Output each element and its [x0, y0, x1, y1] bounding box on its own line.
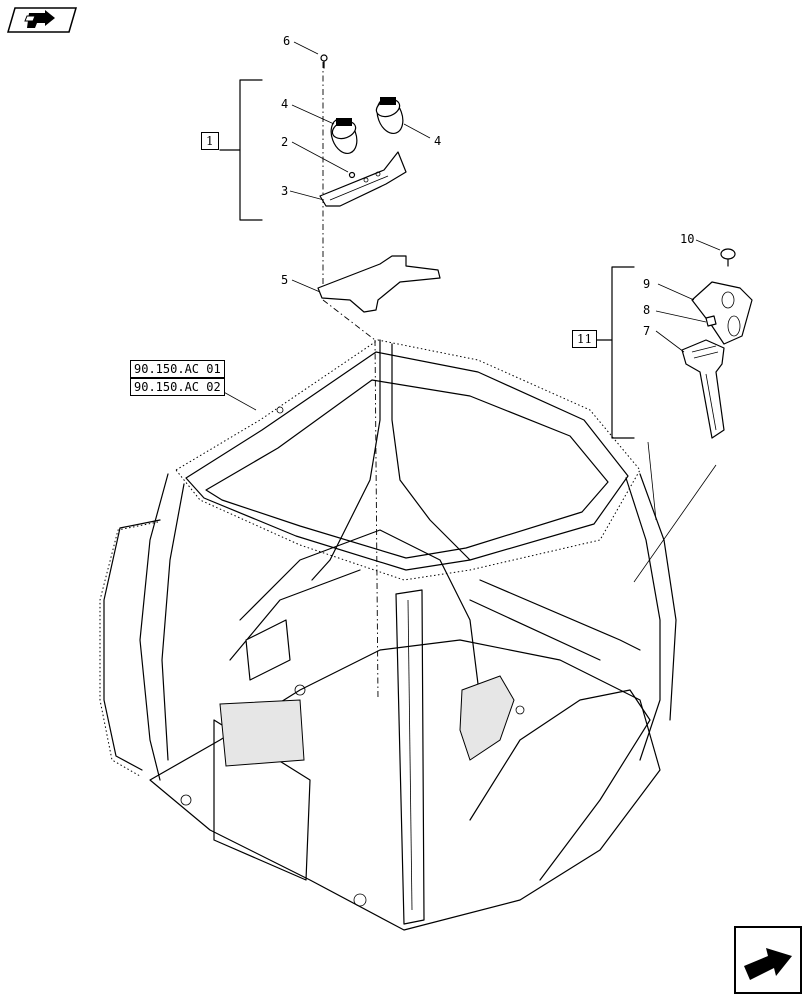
cab-frame [99, 339, 677, 931]
callout-3: 3 [281, 184, 288, 198]
callout-8: 8 [643, 303, 650, 317]
group-1-bracket [239, 79, 263, 221]
callout-4-right: 4 [434, 134, 441, 148]
handle-part-7 [681, 339, 725, 439]
callout-9: 9 [643, 277, 650, 291]
callout-5: 5 [281, 273, 288, 287]
group-11-bracket [611, 266, 635, 439]
callout-4-left: 4 [281, 97, 288, 111]
next-page-button[interactable] [734, 926, 802, 994]
screw-part-6 [320, 54, 328, 69]
callout-7: 7 [643, 324, 650, 338]
callout-6: 6 [283, 34, 290, 48]
reference-link-01[interactable]: 90.150.AC 01 [130, 360, 225, 378]
next-page-arrow-icon [734, 926, 802, 994]
rivet-part-10 [720, 248, 736, 267]
clip-part-8 [705, 315, 717, 327]
callout-2: 2 [281, 135, 288, 149]
back-to-index-button[interactable] [7, 7, 77, 33]
group-box-1[interactable]: 1 [201, 132, 219, 150]
reference-link-02[interactable]: 90.150.AC 02 [130, 378, 225, 396]
holder-part-9 [691, 281, 753, 345]
callout-10: 10 [680, 232, 694, 246]
clamp-part-4-left [330, 117, 358, 155]
group-box-11[interactable]: 11 [572, 330, 598, 348]
book-arrow-icon [7, 7, 77, 33]
plug-part-2 [348, 171, 356, 179]
bracket-part-3 [319, 151, 407, 207]
clamp-part-4-right [375, 97, 404, 135]
plate-part-5 [317, 255, 441, 313]
